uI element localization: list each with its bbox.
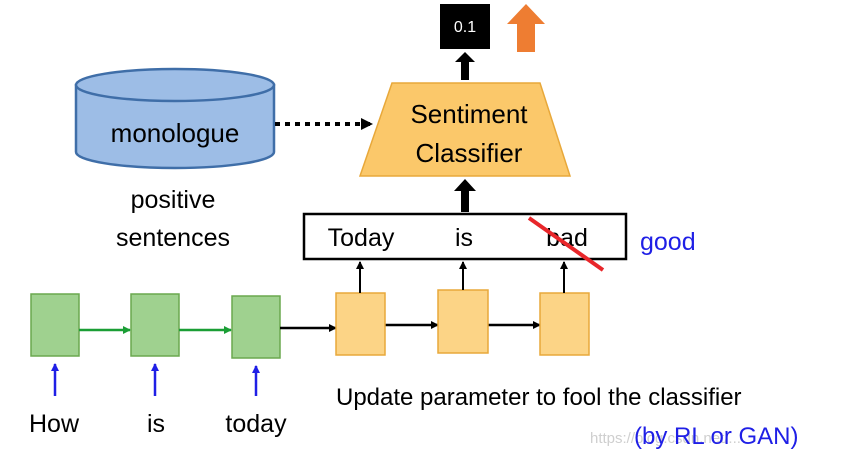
encoder-cell-2 — [130, 293, 180, 357]
encoder-cell-3 — [231, 295, 281, 359]
output-word-3: bad — [546, 224, 588, 252]
database-caption-line2: sentences — [116, 224, 230, 252]
score-value: 0.1 — [454, 19, 476, 36]
database-caption-line1: positive — [131, 186, 216, 214]
score-box — [440, 4, 490, 49]
input-word-3: today — [225, 410, 287, 438]
output-word-1: Today — [328, 224, 395, 252]
classifier-line1: Sentiment — [410, 99, 528, 129]
update-caption: Update parameter to fool the classifier — [336, 384, 742, 411]
decoder-cell-2 — [437, 289, 489, 354]
output-sentence-box — [302, 212, 628, 261]
decoder-cell-1 — [335, 292, 386, 356]
input-word-1: How — [29, 410, 80, 438]
decoder-cell-3 — [539, 292, 590, 356]
sentence-to-classifier-arrow — [454, 179, 476, 212]
watermark: https://blog.csdn.net/... — [590, 430, 741, 447]
replacement-word: good — [640, 228, 696, 256]
encoder-cell-1 — [30, 293, 80, 357]
strike-line — [527, 216, 605, 272]
monologue-database — [74, 67, 276, 170]
method-caption: (by RL or GAN) — [634, 423, 798, 450]
classifier-to-score-arrow — [455, 52, 475, 80]
classifier-line2: Classifier — [416, 138, 523, 168]
input-word-2: is — [147, 410, 165, 438]
database-label: monologue — [111, 118, 240, 148]
increase-arrow-icon — [507, 4, 545, 52]
output-word-2: is — [455, 224, 473, 252]
sentiment-classifier — [358, 82, 572, 177]
